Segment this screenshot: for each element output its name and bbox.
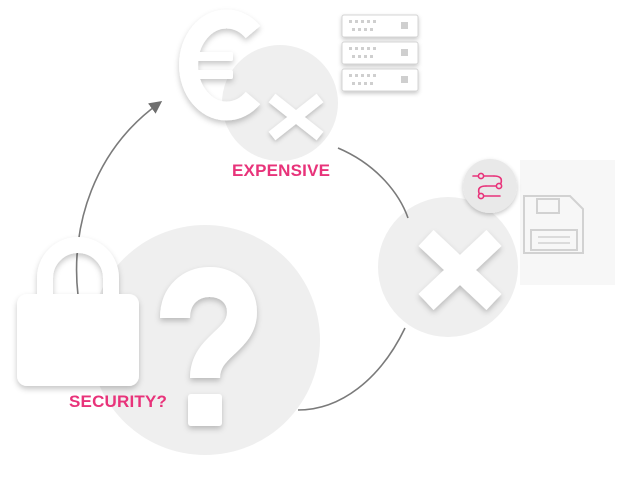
expensive-label: EXPENSIVE [232,161,331,180]
question-mark-icon [160,267,258,426]
cycle-arrow-left [75,100,163,296]
cost-cross-icon [268,93,324,141]
padlock-icon [17,237,139,386]
server-rack-icon [341,14,419,92]
storage-panel [520,160,615,285]
euro-icon [179,9,261,121]
floppy-disk-icon [523,195,584,254]
storage-cross-icon [418,229,502,311]
workflow-icon [463,159,517,213]
security-label: SECURITY? [69,392,168,411]
security-circle [90,225,320,455]
cycle-arrow-right [337,147,409,219]
cycle-arrow-bottom [297,327,406,411]
